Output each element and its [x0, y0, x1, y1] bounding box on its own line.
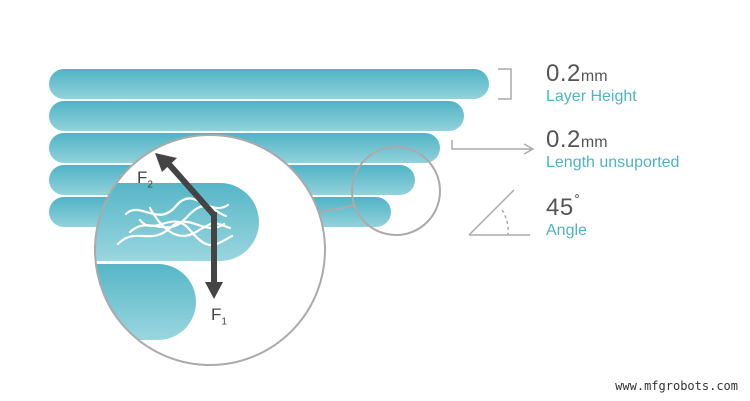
filament-fibers — [116, 197, 234, 247]
length-unsupported-value: 0.2 — [546, 126, 581, 153]
layer-2 — [49, 101, 464, 131]
angle-unit: ˚ — [574, 194, 581, 211]
readout-angle: 45˚ Angle — [546, 194, 587, 240]
f1-arrowhead — [205, 282, 223, 299]
layer-height-unit: mm — [580, 68, 608, 85]
readout-layer-height: 0.2mm Layer Height — [546, 62, 637, 106]
force-arrows — [155, 153, 223, 299]
length-unsupported-pointer — [451, 140, 531, 150]
magnified-layer-bottom — [95, 264, 196, 340]
angle-value: 45 — [546, 194, 574, 221]
watermark: www.mfgrobots.com — [615, 379, 738, 393]
angle-label: Angle — [546, 222, 587, 239]
force-label-f2: F2 — [137, 168, 153, 190]
f2-arrowhead — [155, 153, 177, 172]
detail-circle — [351, 146, 441, 236]
f1-index: 1 — [221, 316, 227, 328]
length-unsupported-unit: mm — [580, 134, 608, 151]
layer-height-value: 0.2 — [546, 60, 581, 87]
layer-height-label: Layer Height — [546, 88, 637, 105]
f2-arrow — [164, 160, 217, 217]
f2-index: 2 — [147, 179, 153, 191]
length-unsupported-arrowhead — [523, 143, 535, 155]
layer-height-bracket — [498, 68, 512, 100]
magnifier-lens — [94, 134, 326, 366]
force-label-f1: F1 — [211, 305, 227, 327]
length-unsupported-label: Length unsuported — [546, 154, 680, 171]
readout-length-unsupported: 0.2mm Length unsuported — [546, 128, 679, 172]
f2-letter: F — [137, 168, 148, 187]
f1-letter: F — [211, 305, 222, 324]
angle-icon — [468, 189, 530, 236]
layer-1 — [49, 69, 489, 99]
